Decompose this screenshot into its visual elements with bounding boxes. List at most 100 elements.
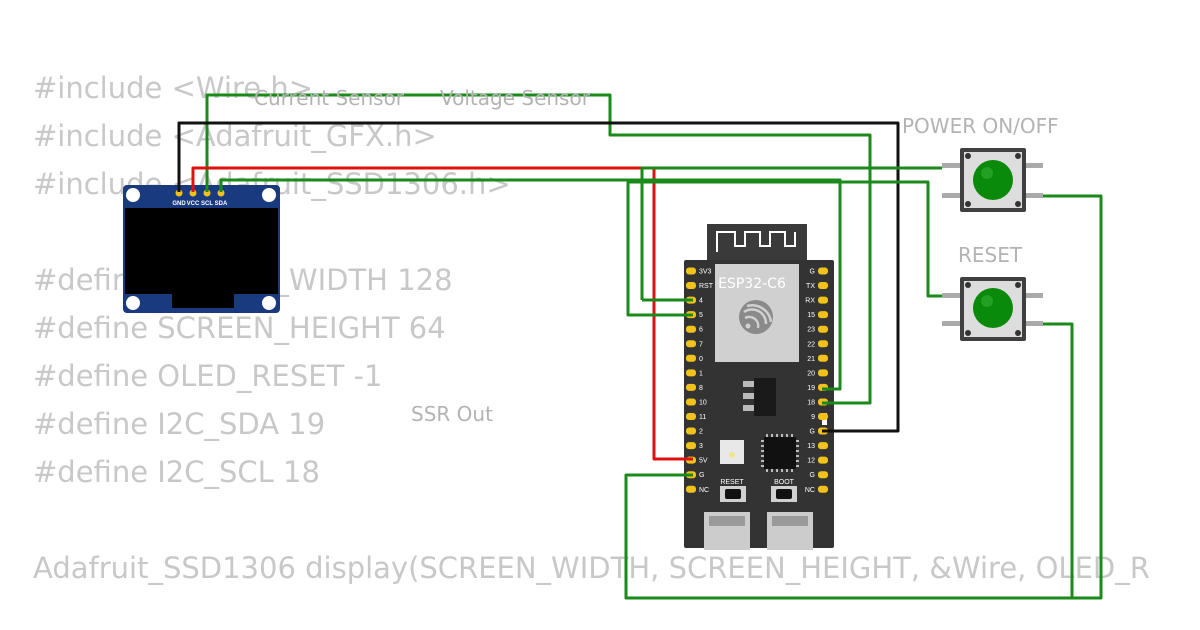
- board-pin-right[interactable]: [818, 340, 828, 348]
- board-pin-right[interactable]: [818, 311, 828, 319]
- board-pin-left[interactable]: [686, 369, 696, 377]
- wire-gpio5-reset-button[interactable]: [626, 180, 942, 317]
- usb-port[interactable]: [767, 512, 813, 550]
- wire-scl[interactable]: [205, 93, 872, 405]
- board-pin-left[interactable]: [686, 427, 696, 435]
- code-line: Adafruit_SSD1306 display(SCREEN_WIDTH, S…: [33, 551, 1150, 585]
- board-pin-right[interactable]: [818, 442, 828, 450]
- board-pin-label: 7: [699, 341, 703, 348]
- chip-pin: [761, 440, 764, 442]
- board-pin-right[interactable]: [818, 282, 828, 290]
- board-pin-left[interactable]: [686, 442, 696, 450]
- button-cap: [973, 160, 1013, 200]
- code-line: #include <Adafruit_SSD1306.h>: [33, 167, 511, 201]
- chip-pin: [796, 465, 799, 467]
- power-pushbutton[interactable]: [942, 148, 1043, 212]
- board-pin-label: 6: [699, 327, 703, 334]
- board-pin-left[interactable]: [686, 383, 696, 391]
- wire-gpio4-power-button[interactable]: [640, 166, 942, 300]
- oled-pin-sda[interactable]: [217, 189, 225, 197]
- chip-pin: [791, 469, 793, 472]
- board-pin-right[interactable]: [818, 413, 828, 420]
- wire-sda[interactable]: [219, 178, 842, 391]
- oled-pin-scl[interactable]: [203, 189, 211, 197]
- reset-pushbutton[interactable]: [942, 277, 1043, 341]
- oled-pin-gnd[interactable]: [175, 189, 183, 197]
- chip-pin: [781, 434, 783, 437]
- board-pin-left[interactable]: [686, 325, 696, 333]
- esp32-c6-board[interactable]: ESP32-C6 RESET BOOT: [684, 224, 834, 550]
- board-pin-right[interactable]: [818, 354, 828, 362]
- boot-button-label: BOOT: [774, 479, 795, 486]
- board-pin-left[interactable]: [686, 485, 696, 493]
- chip-pin: [791, 434, 793, 437]
- oled-pin-label: VCC: [187, 201, 200, 207]
- board-pin-label: NC: [699, 487, 709, 494]
- board-pin-label: 9: [811, 414, 815, 421]
- board-reset-button[interactable]: [720, 486, 746, 502]
- board-pin-label: 1: [699, 370, 703, 377]
- board-pin-label: G: [699, 472, 704, 479]
- board-pin-right[interactable]: [818, 485, 828, 493]
- oled-pin-vcc[interactable]: [189, 189, 197, 197]
- board-pin-label: 22: [807, 341, 815, 348]
- chip-pin: [766, 434, 768, 437]
- board-pin-label: 0: [699, 356, 703, 363]
- wire-power-button-gnd[interactable]: [624, 194, 1103, 600]
- reset-button-caption: RESET: [958, 243, 1023, 267]
- board-pin-left[interactable]: [686, 413, 696, 420]
- board-pin-label: RST: [699, 283, 714, 290]
- board-pin-label: 12: [807, 458, 815, 465]
- button-cap: [973, 288, 1013, 328]
- wire-gnd[interactable]: [177, 121, 900, 433]
- chip-pin: [796, 440, 799, 442]
- chip-pin: [761, 455, 764, 457]
- board-pin-label: 21: [807, 356, 815, 363]
- board-pin-label: G: [810, 429, 815, 436]
- board-pin-right[interactable]: [818, 369, 828, 377]
- board-pin-right[interactable]: [818, 296, 828, 304]
- chip-pin: [776, 434, 778, 437]
- chip-pin: [796, 460, 799, 462]
- regulator-pin: [743, 393, 754, 399]
- button-leg: [942, 193, 962, 198]
- usb-bridge-chip: [764, 437, 796, 469]
- board-pin-left[interactable]: [686, 340, 696, 348]
- code-line: #define I2C_SCL 18: [33, 455, 320, 489]
- board-pin-right[interactable]: [818, 456, 828, 464]
- oled-pin-label: SCL: [201, 201, 213, 207]
- board-pin-right[interactable]: [818, 325, 828, 333]
- code-line: #define OLED_RESET -1: [33, 359, 383, 393]
- code-line: #define I2C_SDA 19: [33, 407, 326, 441]
- board-pin-label: 10: [699, 399, 707, 406]
- antenna-area: [707, 224, 807, 264]
- regulator-pin: [743, 381, 754, 387]
- chip-pin: [796, 450, 799, 452]
- rgb-led-die: [729, 452, 735, 458]
- board-name: ESP32-C6: [718, 276, 786, 292]
- oled-screen: [125, 208, 278, 294]
- wire-reset-button-gnd[interactable]: [1043, 322, 1074, 598]
- button-leg: [1023, 293, 1043, 298]
- regulator-pin: [743, 405, 754, 411]
- board-boot-button[interactable]: [771, 486, 797, 502]
- chip-pin: [771, 469, 773, 472]
- espressif-logo-icon: [739, 300, 773, 334]
- board-pin-right[interactable]: [818, 471, 828, 479]
- button-leg: [942, 321, 962, 326]
- power-button-label: POWER ON/OFF: [902, 114, 1059, 138]
- code-line: #define SCREEN_HEIGHT 64: [33, 311, 446, 345]
- usb-port[interactable]: [704, 512, 750, 550]
- board-pin-left[interactable]: [686, 354, 696, 362]
- board-pin-left[interactable]: [686, 282, 696, 290]
- chip-pin: [796, 455, 799, 457]
- board-pin-label: G: [810, 269, 815, 276]
- board-pin-label: 3V3: [699, 269, 712, 276]
- board-pin-right[interactable]: [818, 267, 828, 275]
- oled-ribbon: [172, 294, 234, 308]
- board-pin-label: 23: [807, 327, 815, 334]
- board-pin-left[interactable]: [686, 267, 696, 275]
- chip-pin: [786, 434, 788, 437]
- board-pin-left[interactable]: [686, 398, 696, 406]
